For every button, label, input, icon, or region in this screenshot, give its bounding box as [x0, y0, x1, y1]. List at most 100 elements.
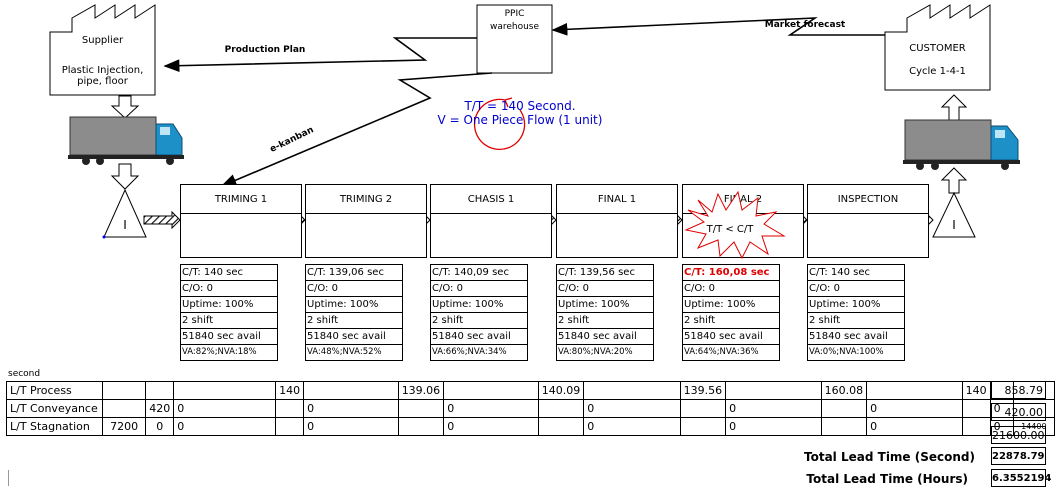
- process-name: INSPECTION: [808, 185, 928, 214]
- kaizen-burst-text: T/T < C/T: [700, 224, 760, 235]
- outbound-arrow-icon: [942, 168, 966, 193]
- process-name: FINAL 1: [557, 185, 677, 214]
- supplier-description: Plastic Injection, pipe, floor: [55, 65, 150, 87]
- customer-cycle: Cycle 1-4-1: [890, 66, 985, 77]
- total-hours-value: 6.3552194: [991, 469, 1046, 487]
- process-data-box: C/T: 160,08 secC/O: 0Uptime: 100%2 shift…: [682, 264, 780, 361]
- table-cell: [398, 418, 444, 436]
- customer-title: CUSTOMER: [890, 43, 985, 54]
- table-cell: 0: [726, 400, 821, 418]
- shift: 2 shift: [431, 313, 527, 329]
- cycle-time: C/T: 160,08 sec: [683, 265, 779, 281]
- cycle-time: C/T: 140 sec: [808, 265, 904, 281]
- production-plan-label: Production Plan: [210, 45, 320, 55]
- changeover: C/O: 0: [431, 281, 527, 297]
- inbound-arrow-icon: [112, 164, 138, 189]
- changeover: C/O: 0: [683, 281, 779, 297]
- table-cell: [304, 382, 399, 400]
- value-added: VA:0%;NVA:100%: [808, 345, 904, 360]
- table-cell: 0: [867, 400, 962, 418]
- table-cell: 0: [304, 418, 399, 436]
- available-time: 51840 sec avail: [306, 329, 402, 345]
- table-cell: [444, 382, 539, 400]
- table-cell: [821, 400, 867, 418]
- table-cell: [276, 418, 304, 436]
- available-time: 51840 sec avail: [683, 329, 779, 345]
- table-cell: 160.08: [821, 382, 867, 400]
- table-cell: [398, 400, 444, 418]
- value-added: VA:48%;NVA:52%: [306, 345, 402, 360]
- process-box: TRIMING 1: [180, 184, 302, 258]
- uptime: Uptime: 100%: [808, 297, 904, 313]
- available-time: 51840 sec avail: [808, 329, 904, 345]
- table-cell: 0: [584, 400, 680, 418]
- table-cell: 140: [276, 382, 304, 400]
- row-label: L/T Stagnation: [7, 418, 103, 436]
- table-cell: [962, 400, 990, 418]
- table-cell: 0: [146, 418, 174, 436]
- process-name: TRIMING 1: [181, 185, 301, 214]
- divider: [8, 470, 9, 486]
- table-cell: [680, 418, 726, 436]
- changeover: C/O: 0: [306, 281, 402, 297]
- market-forecast-label: Market forecast: [750, 20, 860, 30]
- uptime: Uptime: 100%: [557, 297, 653, 313]
- table-cell: [821, 418, 867, 436]
- ekanban-arrow: [222, 73, 492, 186]
- table-cell: [962, 418, 990, 436]
- cycle-time: C/T: 140 sec: [181, 265, 277, 281]
- value-added: VA:66%;NVA:34%: [431, 345, 527, 360]
- cycle-time: C/T: 139,56 sec: [557, 265, 653, 281]
- shift: 2 shift: [306, 313, 402, 329]
- uptime: Uptime: 100%: [431, 297, 527, 313]
- changeover: C/O: 0: [181, 281, 277, 297]
- table-cell: [726, 382, 821, 400]
- table-cell: [680, 400, 726, 418]
- table-cell: 0: [867, 418, 962, 436]
- unit-label: second: [8, 369, 40, 379]
- customer-truck-icon: [903, 120, 1020, 170]
- shift: 2 shift: [808, 313, 904, 329]
- customer-up-arrow-icon: [942, 95, 966, 120]
- table-cell: 140.09: [538, 382, 584, 400]
- uptime: Uptime: 100%: [181, 297, 277, 313]
- table-cell: 0: [304, 400, 399, 418]
- available-time: 51840 sec avail: [431, 329, 527, 345]
- process-box: CHASIS 1: [430, 184, 552, 258]
- total-second-value: 22878.79: [991, 447, 1046, 465]
- lt-conveyance-total: 420.00: [991, 403, 1046, 421]
- shift: 2 shift: [557, 313, 653, 329]
- takt-time-label: T/T = 140 Second.: [420, 99, 620, 113]
- process-box: INSPECTION: [807, 184, 929, 258]
- process-name: CHASIS 1: [431, 185, 551, 214]
- shift: 2 shift: [683, 313, 779, 329]
- value-added: VA:80%;NVA:20%: [557, 345, 653, 360]
- process-box: FINAL 1: [556, 184, 678, 258]
- row-label: L/T Process: [7, 382, 103, 400]
- inventory-label: I: [118, 218, 132, 232]
- available-time: 51840 sec avail: [181, 329, 277, 345]
- value-added: VA:82%;NVA:18%: [181, 345, 277, 360]
- uptime: Uptime: 100%: [683, 297, 779, 313]
- table-cell: 0: [726, 418, 821, 436]
- shift: 2 shift: [181, 313, 277, 329]
- changeover: C/O: 0: [557, 281, 653, 297]
- table-cell: 420: [146, 400, 174, 418]
- inventory-label: I: [947, 218, 961, 232]
- total-second-label: Total Lead Time (Second): [760, 450, 975, 464]
- lt-process-total: 858.79: [991, 381, 1046, 399]
- piece-flow-label: V = One Piece Flow (1 unit): [400, 113, 640, 127]
- lt-stagnation-total: 21600.00: [991, 426, 1046, 444]
- table-cell: 139.06: [398, 382, 444, 400]
- table-cell: 0: [174, 400, 276, 418]
- table-cell: [867, 382, 962, 400]
- table-cell: 0: [174, 418, 276, 436]
- uptime: Uptime: 100%: [306, 297, 402, 313]
- total-hours-label: Total Lead Time (Hours): [760, 472, 968, 486]
- row-label: L/T Conveyance: [7, 400, 103, 418]
- value-added: VA:64%;NVA:36%: [683, 345, 779, 360]
- supplier-title: Supplier: [55, 35, 150, 46]
